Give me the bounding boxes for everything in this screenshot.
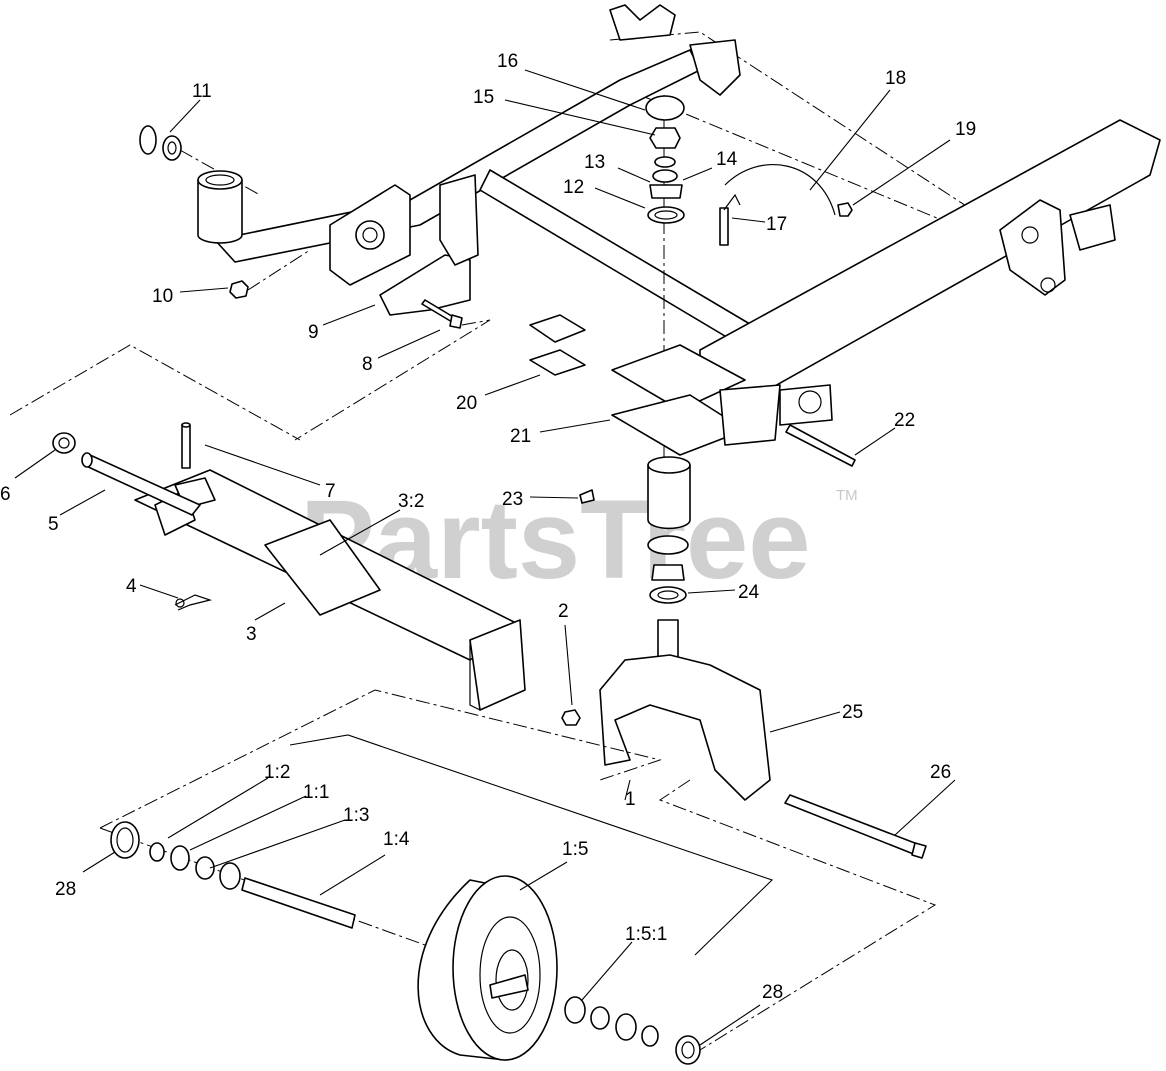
callout-labels: 16 15 13 12 14 18 19 17 11 10 9 8 20 21 … bbox=[0, 51, 976, 1003]
callout-12: 12 bbox=[563, 177, 584, 198]
part-24-bearing-stack-lower bbox=[647, 535, 689, 604]
callout-14: 14 bbox=[716, 149, 738, 170]
callout-24: 24 bbox=[738, 582, 760, 603]
callout-3-2: 3:2 bbox=[398, 491, 424, 512]
part-18-wire-tether bbox=[724, 163, 836, 216]
part-10-nut bbox=[229, 249, 311, 299]
part-15-nut bbox=[649, 127, 681, 149]
callout-25: 25 bbox=[842, 702, 863, 723]
part-1-4-axle bbox=[241, 877, 356, 929]
callout-6: 6 bbox=[0, 484, 11, 505]
leader-lines bbox=[14, 69, 956, 1046]
callout-16: 16 bbox=[497, 51, 518, 72]
callout-22: 22 bbox=[894, 410, 915, 431]
caster-bearing-stack-upper bbox=[645, 95, 685, 520]
callout-23: 23 bbox=[502, 489, 523, 510]
part-5-pivot-pin bbox=[81, 452, 201, 516]
part-1-1-bearing bbox=[170, 845, 190, 871]
callout-18: 18 bbox=[885, 68, 906, 89]
callout-7: 7 bbox=[325, 481, 336, 502]
part-16-cap bbox=[645, 95, 685, 121]
part-26-axle-bolt bbox=[784, 794, 927, 859]
callout-2: 2 bbox=[558, 601, 569, 622]
callout-1-5: 1:5 bbox=[562, 839, 588, 860]
part-1-2-spacer bbox=[149, 842, 165, 862]
part-25-caster-fork bbox=[599, 619, 771, 801]
caster-housing-tube bbox=[647, 456, 691, 530]
callout-15: 15 bbox=[473, 87, 494, 108]
part-12-race bbox=[647, 206, 685, 224]
callout-19: 19 bbox=[955, 119, 976, 140]
callout-5: 5 bbox=[48, 514, 59, 535]
part-1-5-wheel bbox=[417, 875, 558, 1061]
callout-8: 8 bbox=[362, 354, 373, 375]
callout-26: 26 bbox=[930, 762, 951, 783]
callout-3: 3 bbox=[246, 624, 257, 645]
part-9-mounting-bracket bbox=[329, 174, 479, 316]
callout-4: 4 bbox=[126, 576, 137, 597]
part-7-bolt bbox=[181, 422, 191, 469]
callout-28-right: 28 bbox=[762, 982, 783, 1003]
part-1-wheel-assembly-bracket bbox=[289, 734, 774, 956]
part-28-cap-left bbox=[110, 821, 140, 859]
callout-1-4: 1:4 bbox=[383, 829, 410, 850]
watermark-trademark: TM bbox=[836, 487, 858, 504]
callout-1-3: 1:3 bbox=[343, 805, 369, 826]
part-23-bolt bbox=[579, 489, 595, 504]
frame-assembly bbox=[214, 4, 1161, 401]
callout-20: 20 bbox=[456, 393, 477, 414]
callout-10: 10 bbox=[152, 286, 173, 307]
callout-21: 21 bbox=[510, 426, 531, 447]
callout-11: 11 bbox=[192, 81, 212, 102]
callout-17: 17 bbox=[766, 214, 787, 235]
part-8-bolt bbox=[294, 299, 491, 441]
callout-13: 13 bbox=[584, 152, 605, 173]
callout-1: 1 bbox=[625, 789, 636, 810]
part-22-bolt bbox=[785, 424, 856, 467]
part-1-3-seal bbox=[195, 856, 215, 880]
part-2-nut bbox=[561, 709, 581, 726]
callout-1-1: 1:1 bbox=[303, 782, 329, 803]
part-20-pads bbox=[529, 314, 586, 376]
part-4-hairpin-clip bbox=[174, 594, 213, 611]
part-17-lynch-pin bbox=[719, 193, 741, 246]
callout-28-left: 28 bbox=[55, 879, 76, 900]
part-13-bearing bbox=[649, 184, 683, 199]
part-6-washer bbox=[52, 432, 76, 454]
hub-parts-left bbox=[110, 821, 356, 929]
callout-9: 9 bbox=[308, 322, 319, 343]
part-1-5-1-bearing bbox=[564, 996, 586, 1024]
part-14-washer-a bbox=[654, 156, 676, 168]
part-14-washer-b bbox=[652, 169, 678, 183]
pivot-tube-left bbox=[197, 170, 243, 244]
part-21-caster-bracket bbox=[611, 344, 833, 456]
part-28-cap-right bbox=[675, 1035, 701, 1065]
hub-parts-right bbox=[564, 996, 701, 1065]
callout-1-2: 1:2 bbox=[264, 762, 290, 783]
part-19-nut bbox=[837, 202, 853, 217]
callout-1-5-1: 1:5:1 bbox=[625, 924, 667, 945]
